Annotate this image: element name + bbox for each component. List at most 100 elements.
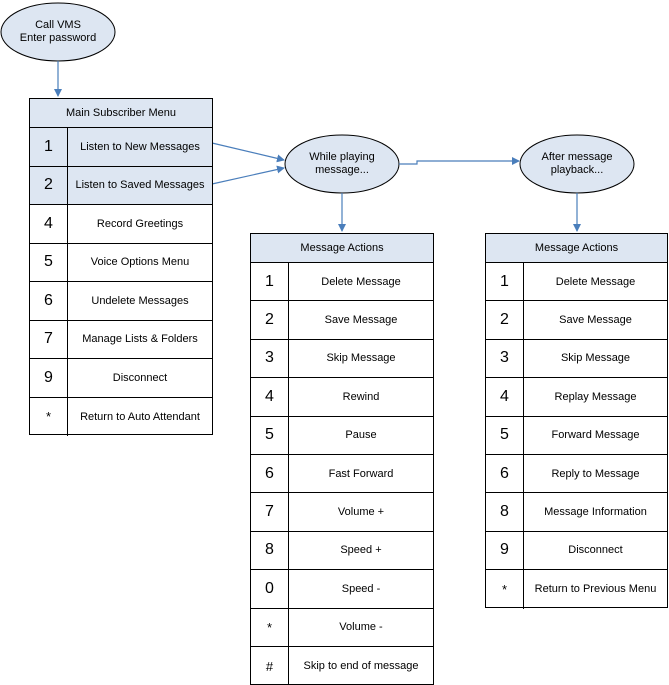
- actions-playing-option-label: Rewind: [342, 390, 380, 403]
- main-menu-option-label: Listen to Saved Messages: [75, 179, 205, 192]
- actions-playing-option-row: 3 Skip Message: [251, 339, 433, 379]
- actions-after-option-key: 9: [486, 531, 524, 570]
- actions-after-option-label: Replay Message: [554, 390, 637, 403]
- actions-playing-option-row: 0 Speed -: [251, 570, 433, 609]
- actions-playing-option-row: * Volume -: [251, 608, 433, 647]
- actions-playing-option-row: 4 Rewind: [251, 378, 433, 417]
- actions-playing-option-key: 0: [251, 570, 289, 608]
- arrow-playing-to-after: [399, 157, 520, 165]
- actions-playing-option-row: # Skip to end of message: [251, 646, 433, 685]
- start-label: Call VMS Enter password: [1, 3, 115, 61]
- actions-playing-option-label: Skip Message: [326, 352, 396, 365]
- main-menu-option-key: 1: [30, 128, 68, 166]
- actions-after-option-row: 6 Reply to Message: [486, 454, 667, 494]
- main-menu-option-label: Voice Options Menu: [90, 256, 190, 269]
- actions-playing-option-key: 4: [251, 378, 289, 416]
- actions-after-option-key: 3: [486, 339, 524, 378]
- actions-after-option-key: 4: [486, 378, 524, 416]
- actions-after-option-label: Reply to Message: [551, 467, 640, 480]
- actions-after-option-key: 8: [486, 493, 524, 531]
- actions-after-option-label: Disconnect: [568, 544, 623, 557]
- actions-after-option-label: Forward Message: [551, 429, 640, 442]
- after-playback-line1: After message: [541, 151, 613, 163]
- actions-playing-option-label: Speed +: [340, 544, 382, 557]
- actions-after-option-label: Return to Previous Menu: [534, 583, 657, 596]
- actions-playing-option-key: #: [251, 646, 289, 685]
- actions-playing-option-row: 2 Save Message: [251, 301, 433, 340]
- main-menu-option-row: 7 Manage Lists & Folders: [30, 320, 212, 359]
- actions-playing-option-key: 3: [251, 339, 289, 378]
- main-menu-option-row: 2 Listen to Saved Messages: [30, 166, 212, 205]
- actions-after-option-row: 8 Message Information: [486, 493, 667, 532]
- after-playback-line2: playback...: [550, 164, 604, 176]
- actions-playing-option-label: Pause: [345, 429, 377, 442]
- actions-after-option-label: Delete Message: [555, 275, 636, 288]
- actions-playing-option-label: Fast Forward: [328, 467, 394, 480]
- actions-after-option-row: 3 Skip Message: [486, 339, 667, 379]
- main-menu-option-key: 5: [30, 243, 68, 281]
- arrow-option2-to-playing: [211, 165, 285, 185]
- while-playing-label: While playing message...: [285, 135, 399, 193]
- main-menu-option-key: 9: [30, 359, 68, 397]
- actions-after-option-row: 5 Forward Message: [486, 416, 667, 455]
- actions-playing-option-label: Delete Message: [321, 275, 401, 288]
- actions-after-title: Message Actions: [486, 234, 667, 263]
- actions-after-option-key: 1: [486, 263, 524, 301]
- actions-playing-option-key: 5: [251, 416, 289, 454]
- actions-playing-option-key: 6: [251, 454, 289, 493]
- main-menu-option-row: 5 Voice Options Menu: [30, 243, 212, 282]
- actions-playing-option-row: 7 Volume +: [251, 493, 433, 532]
- main-menu-title: Main Subscriber Menu: [30, 99, 212, 128]
- start-label-line1: Call VMS: [35, 19, 81, 31]
- actions-after-option-key: 6: [486, 454, 524, 493]
- main-menu-option-key: *: [30, 397, 68, 436]
- arrow-option1-to-playing: [211, 142, 285, 163]
- start-label-line2: Enter password: [19, 32, 97, 44]
- actions-after-option-row: * Return to Previous Menu: [486, 570, 667, 609]
- actions-after-option-key: 2: [486, 301, 524, 339]
- main-menu-option-row: 4 Record Greetings: [30, 205, 212, 244]
- actions-after-option-key: *: [486, 570, 524, 609]
- actions-playing-option-row: 5 Pause: [251, 416, 433, 455]
- after-playback-label: After message playback...: [520, 135, 634, 193]
- actions-after-option-key: 5: [486, 416, 524, 454]
- actions-playing-option-key: 2: [251, 301, 289, 339]
- actions-playing-option-key: *: [251, 608, 289, 646]
- actions-after-option-label: Skip Message: [560, 352, 631, 365]
- main-menu-option-row: 9 Disconnect: [30, 359, 212, 398]
- main-menu-option-key: 2: [30, 166, 68, 204]
- actions-after-option-row: 9 Disconnect: [486, 531, 667, 571]
- actions-playing-option-row: 1 Delete Message: [251, 263, 433, 302]
- actions-playing-option-label: Volume -: [339, 621, 383, 634]
- actions-playing-option-key: 1: [251, 263, 289, 301]
- message-actions-after: Message Actions 1 Delete Message 2 Save Mes…: [485, 233, 668, 609]
- main-subscriber-menu: Main Subscriber Menu 1 Listen to New Mess…: [29, 98, 213, 436]
- actions-playing-title: Message Actions: [251, 234, 433, 263]
- actions-playing-option-key: 7: [251, 493, 289, 531]
- actions-after-option-row: 4 Replay Message: [486, 378, 667, 417]
- main-menu-option-row: 1 Listen to New Messages: [30, 128, 212, 167]
- main-menu-option-label: Record Greetings: [96, 217, 184, 230]
- actions-after-option-row: 2 Save Message: [486, 301, 667, 340]
- main-menu-option-key: 7: [30, 320, 68, 358]
- actions-playing-option-label: Speed -: [341, 582, 381, 595]
- actions-playing-option-label: Save Message: [324, 314, 398, 327]
- while-playing-line2: message...: [315, 164, 369, 176]
- message-actions-playing: Message Actions 1 Delete Message 2 Save Mes…: [250, 233, 434, 685]
- main-menu-option-label: Undelete Messages: [91, 294, 189, 307]
- actions-playing-option-label: Skip to end of message: [303, 660, 419, 673]
- main-menu-option-label: Manage Lists & Folders: [82, 333, 198, 346]
- actions-after-option-label: Save Message: [559, 314, 632, 327]
- main-menu-option-key: 4: [30, 205, 68, 243]
- main-menu-option-key: 6: [30, 282, 68, 320]
- actions-playing-option-key: 8: [251, 531, 289, 570]
- main-menu-option-label: Listen to New Messages: [80, 140, 200, 153]
- main-menu-option-label: Disconnect: [112, 371, 168, 384]
- main-menu-option-row: *Return to Auto Attendant: [30, 397, 212, 436]
- actions-after-option-label: Message Information: [544, 506, 647, 519]
- actions-playing-option-row: 8 Speed +: [251, 531, 433, 571]
- main-menu-option-row: 6 Undelete Messages: [30, 282, 212, 321]
- actions-after-option-row: 1 Delete Message: [486, 263, 667, 302]
- actions-playing-option-label: Volume +: [337, 506, 385, 519]
